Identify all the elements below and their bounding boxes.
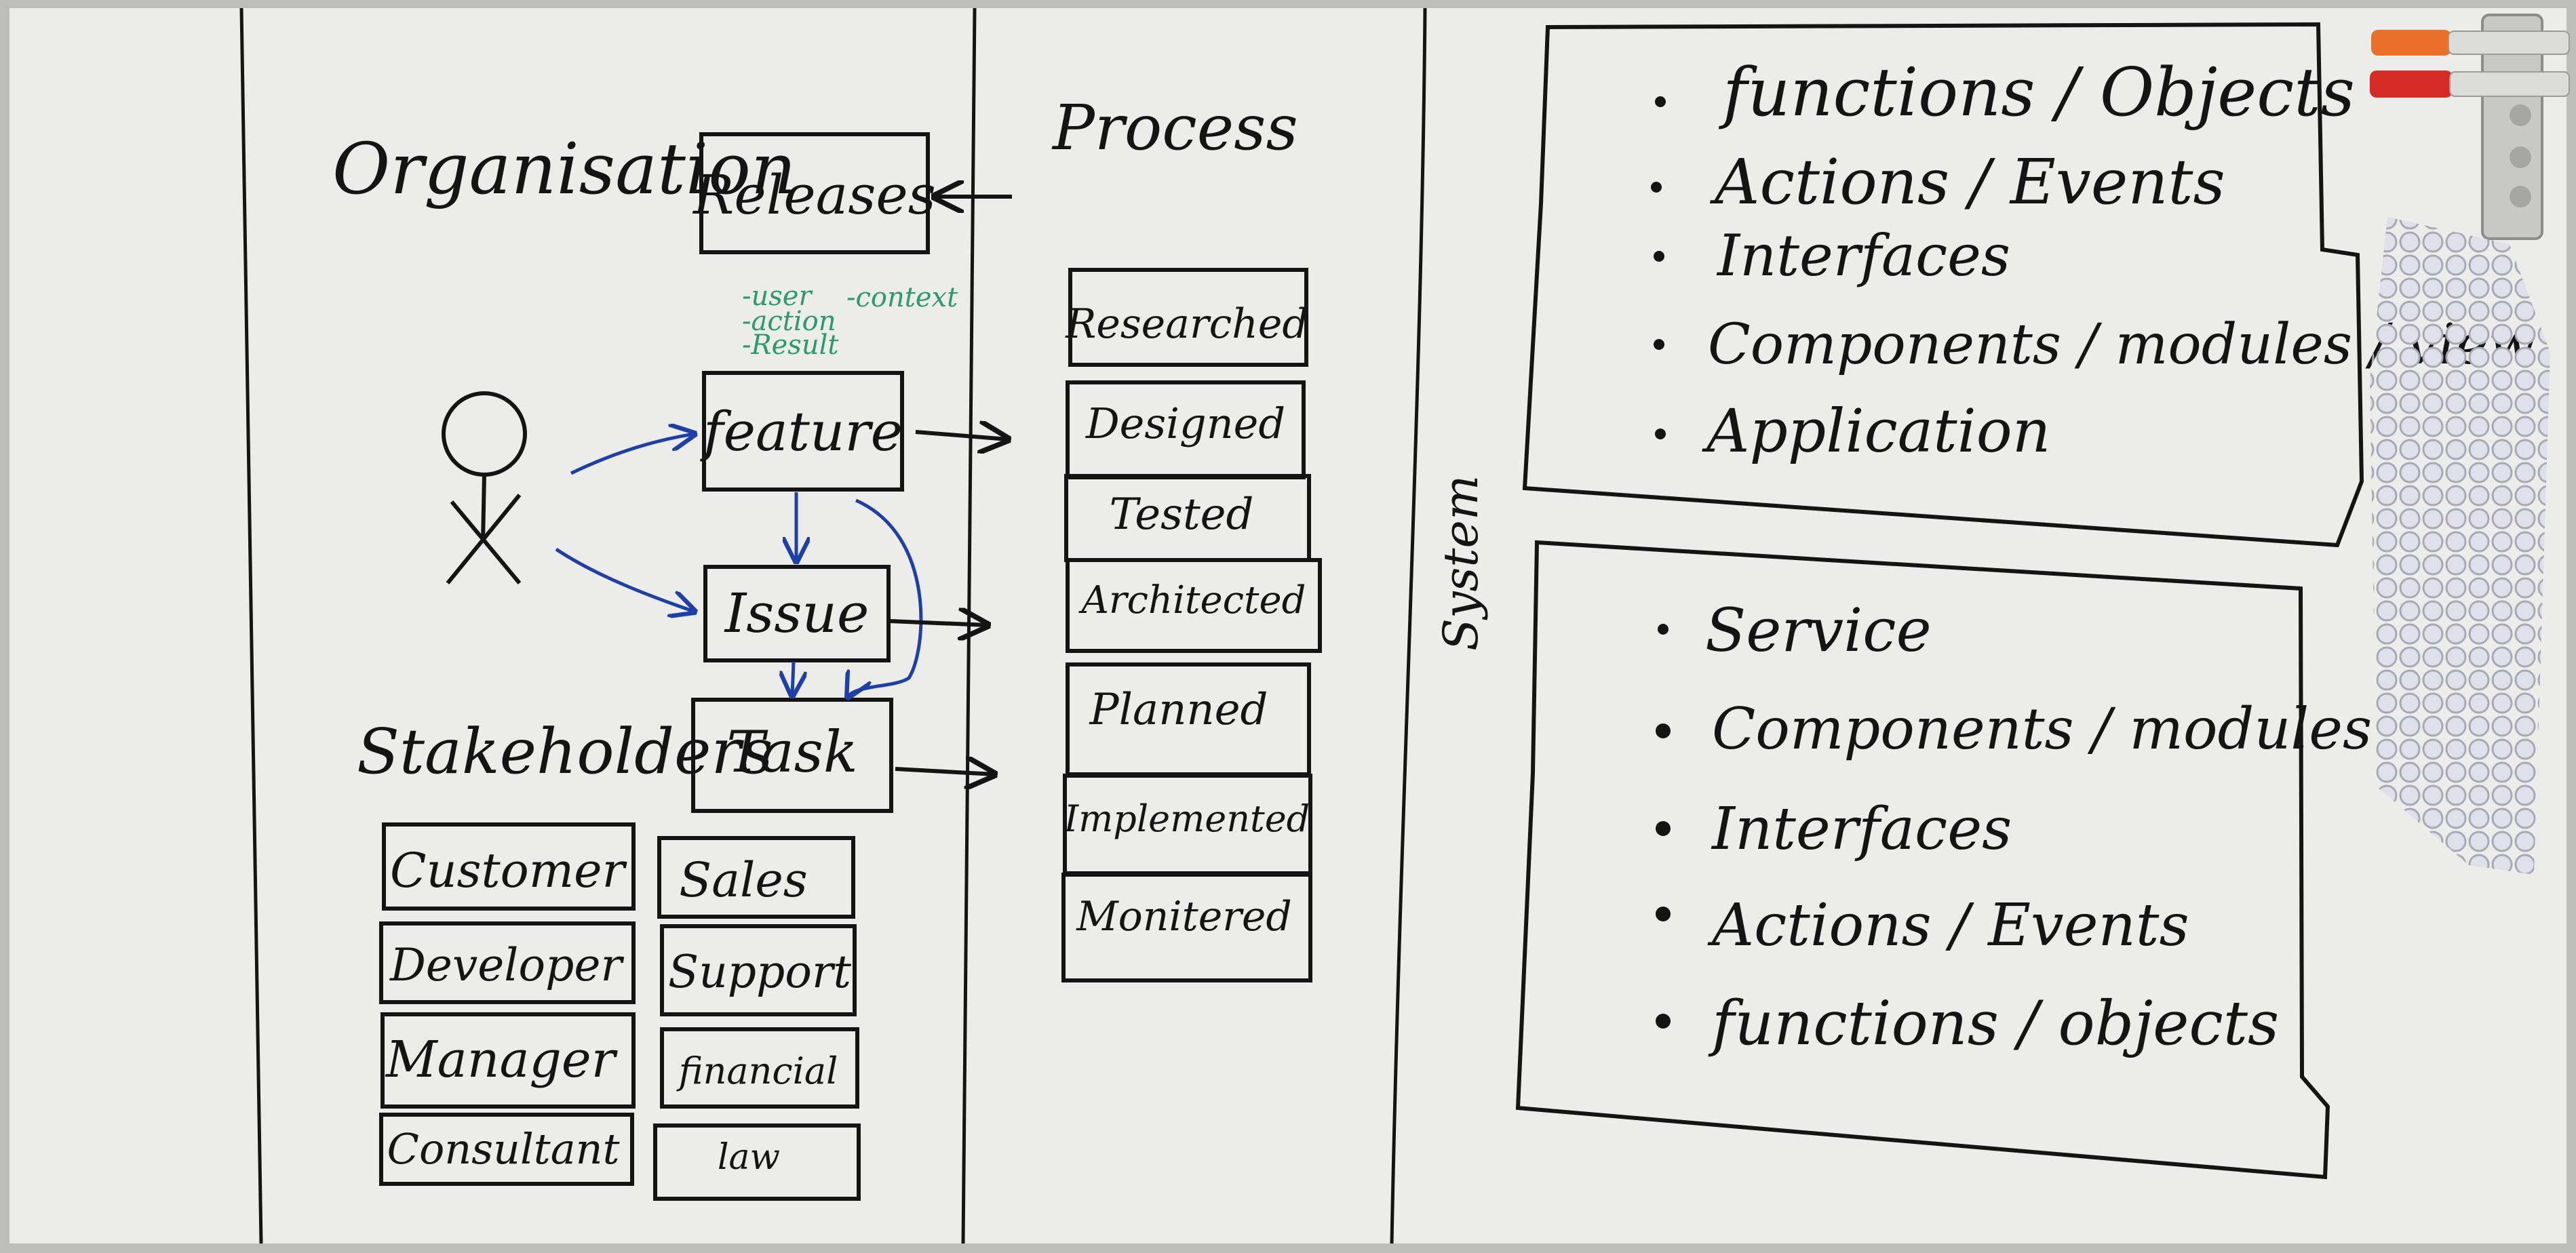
feature-to-task-arrow <box>848 498 923 697</box>
issue-label: Issue <box>724 582 870 645</box>
stakeholder-support: Support <box>668 946 852 998</box>
stakeholder-financial: financial <box>676 1050 838 1092</box>
releases-box <box>699 132 930 254</box>
bullet-dot <box>1655 429 1666 439</box>
bullet-dot <box>1654 251 1664 262</box>
feature-label: feature <box>700 400 903 463</box>
note-user: -user <box>742 281 813 312</box>
task-box <box>691 698 893 813</box>
stakeholder-sales: Sales <box>679 852 807 908</box>
note-result: -Result <box>742 330 839 361</box>
lower-item-4: Actions / Events <box>1707 892 2189 959</box>
lower-system-box <box>1515 540 2330 1180</box>
bullet-dot <box>1651 182 1662 193</box>
marker-clip <box>2481 14 2543 240</box>
organisation-title: Organisation <box>332 127 796 210</box>
step-box-monitered <box>1061 873 1312 982</box>
stakeholder-box-consultant <box>379 1113 634 1186</box>
bullet-dot <box>1656 907 1671 921</box>
lower-item-1: Service <box>1705 595 1932 665</box>
upper-system-box <box>1522 22 2364 548</box>
stakeholder-box-law <box>653 1123 861 1201</box>
stakeholder-box-manager <box>380 1012 636 1109</box>
stick-figure-icon <box>442 391 527 584</box>
bullet-dot <box>1655 96 1666 107</box>
note-action: -action <box>742 306 836 337</box>
step-researched: Researched <box>1065 300 1308 348</box>
board-surface <box>9 8 2567 1244</box>
lower-bullets <box>1656 624 1671 1029</box>
stakeholder-box-sales <box>657 836 855 919</box>
note-context: -context <box>846 282 958 313</box>
feature-to-process-arrow <box>915 432 1008 439</box>
task-to-process-arrow <box>895 769 994 774</box>
lower-item-3: Interfaces <box>1711 795 2012 863</box>
upper-item-5: Application <box>1702 396 2050 466</box>
step-planned: Planned <box>1089 685 1268 735</box>
stakeholder-customer: Customer <box>390 843 627 898</box>
divider-3 <box>1390 7 1427 1244</box>
stakeholder-developer: Developer <box>389 939 624 991</box>
step-designed: Designed <box>1085 399 1285 448</box>
step-tested: Tested <box>1110 490 1254 540</box>
stakeholder-box-customer <box>382 822 636 911</box>
step-box-architected <box>1066 558 1322 653</box>
upper-bullets <box>1651 96 1666 439</box>
stakeholder-box-financial <box>660 1027 859 1109</box>
actor-to-feature-arrow <box>570 434 695 475</box>
stakeholder-law: law <box>718 1137 780 1178</box>
upper-item-3: Interfaces <box>1716 222 2010 289</box>
marker-red-icon <box>2370 71 2570 98</box>
bullet-dot <box>1656 1014 1671 1029</box>
lower-item-2: Components / modules <box>1712 696 2372 762</box>
system-side-label: System <box>1433 475 1489 651</box>
bullet-dot <box>1654 339 1664 350</box>
process-title: Process <box>1051 92 1298 164</box>
step-implemented: Implemented <box>1063 797 1310 840</box>
upper-item-2: Actions / Events <box>1709 146 2225 218</box>
actor-to-issue-arrow <box>555 547 695 612</box>
issue-to-task-arrow <box>792 661 794 696</box>
feature-box <box>702 371 904 492</box>
stakeholder-consultant: Consultant <box>387 1124 620 1174</box>
bullet-dot <box>1656 723 1671 738</box>
bullet-dot <box>1656 821 1671 836</box>
releases-label: Releases <box>692 163 936 226</box>
step-box-researched <box>1068 268 1308 367</box>
stakeholder-box-developer <box>379 921 636 1004</box>
issue-to-process-arrow <box>889 621 988 625</box>
step-monitered: Monitered <box>1076 893 1292 940</box>
step-architected: Architected <box>1078 578 1306 622</box>
marker-holder <box>2370 14 2570 240</box>
magnet-pad-icon <box>2370 217 2550 875</box>
issue-box <box>703 565 891 662</box>
upper-item-1: functions / Objects <box>1718 54 2355 132</box>
stakeholder-grid <box>379 822 861 1201</box>
lower-item-5: functions / objects <box>1708 988 2279 1059</box>
bullet-dot <box>1658 624 1668 635</box>
process-steps <box>1061 268 1322 982</box>
task-label: Task <box>726 719 858 785</box>
marker-orange-icon <box>2371 30 2570 56</box>
stakeholder-manager: Manager <box>385 1031 619 1089</box>
stakeholders-title: Stakeholders <box>357 715 773 788</box>
stakeholder-box-support <box>660 924 857 1016</box>
